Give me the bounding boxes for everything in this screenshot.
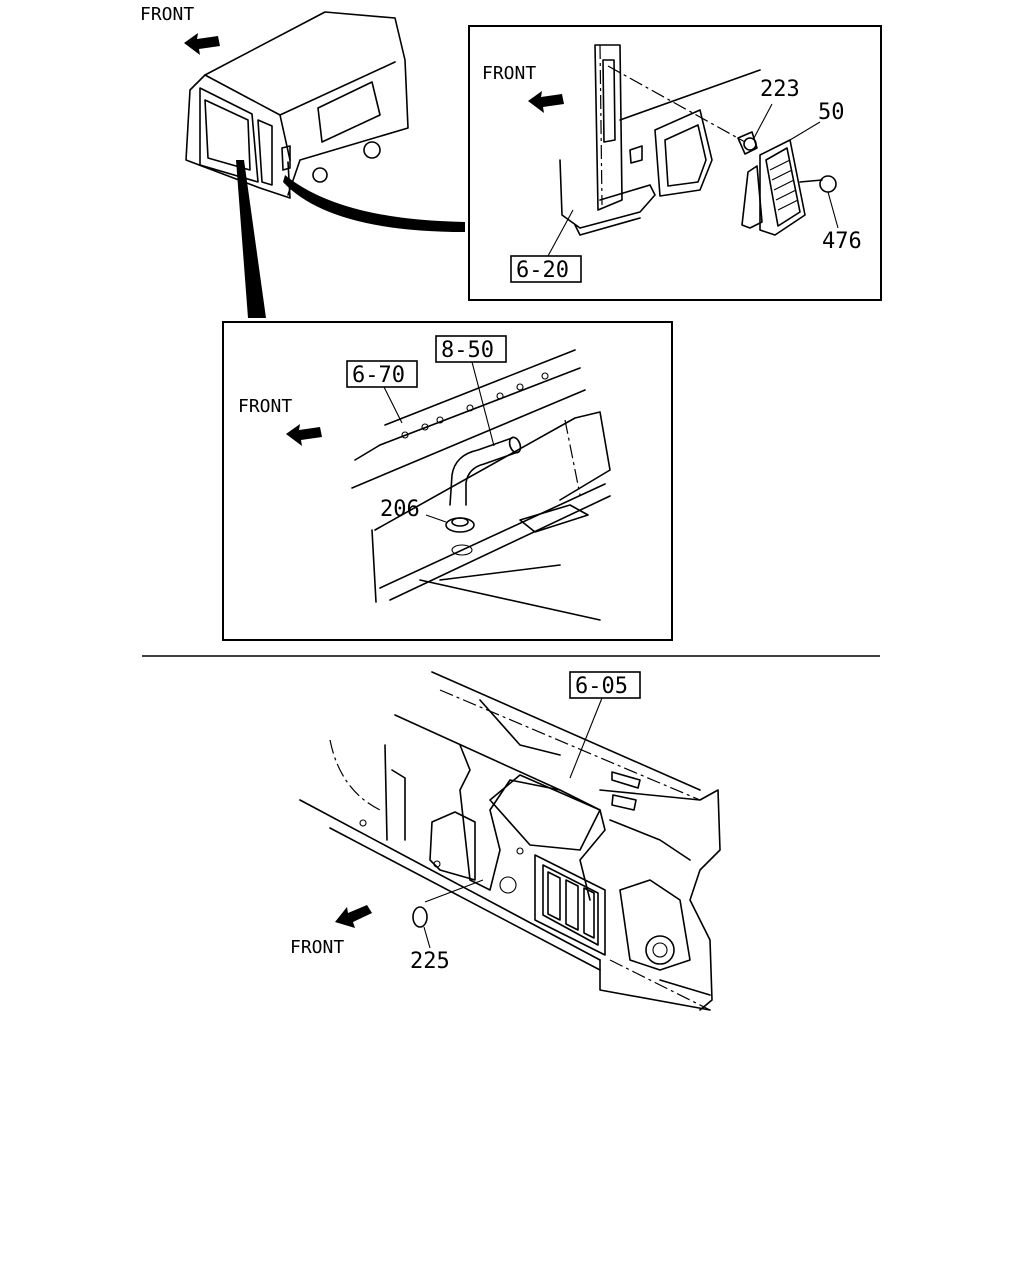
part-476-label: 476 xyxy=(822,229,862,254)
front-label-bottom: FRONT xyxy=(290,937,344,958)
front-label-middle: FRONT xyxy=(238,396,292,417)
part-50-label: 50 xyxy=(818,100,845,125)
part-225-label: 225 xyxy=(410,949,450,974)
ref-tag-8-50: 8-50 xyxy=(441,338,494,363)
front-label-top-right: FRONT xyxy=(482,63,536,84)
front-arrow-icon xyxy=(528,91,564,113)
drain-hose-panel: FRONT 206 8-50 xyxy=(222,321,673,641)
part-223-label: 223 xyxy=(760,77,800,102)
ref-tag-6-20: 6-20 xyxy=(516,258,569,283)
part-206-label: 206 xyxy=(380,497,420,522)
front-label-top-left: FRONT xyxy=(140,4,194,25)
front-arrow-icon xyxy=(184,33,220,55)
ref-tag-6-05: 6-05 xyxy=(575,674,628,699)
ref-tag-6-70: 6-70 xyxy=(352,363,405,388)
front-arrow-icon xyxy=(335,905,372,928)
cab-overview: FRONT xyxy=(140,4,465,318)
vent-detail-panel: FRONT 223 50 476 6-20 xyxy=(468,25,882,301)
front-arrow-icon xyxy=(286,424,322,446)
dash-panel-view: 6-05 xyxy=(290,671,721,1011)
